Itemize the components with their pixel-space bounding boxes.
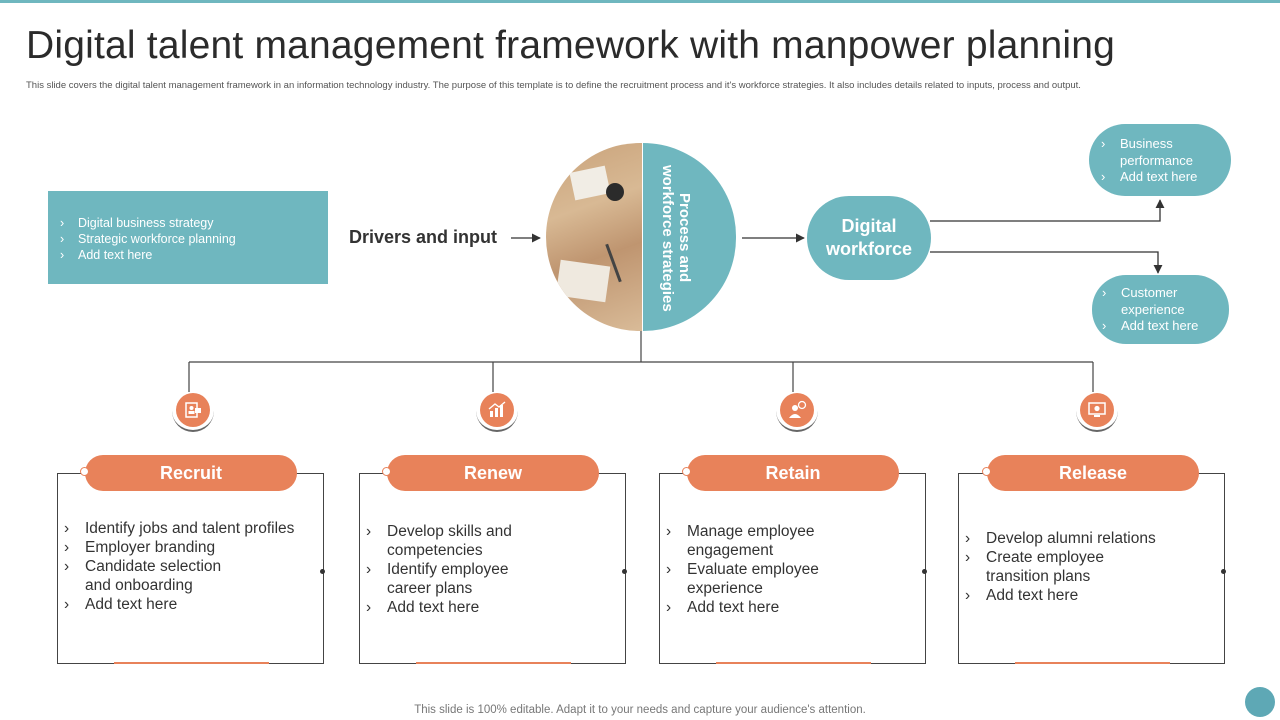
- recruit-header: Recruit: [85, 455, 297, 491]
- page-title: Digital talent management framework with…: [26, 24, 1115, 67]
- list-item: ›Candidate selection and onboarding: [64, 558, 222, 594]
- corner-decoration: [1245, 687, 1275, 717]
- id-card-icon: [176, 393, 210, 427]
- list-item: ›Manage employee engagement: [666, 523, 815, 559]
- list-item: ›Develop skills and competencies: [366, 523, 512, 559]
- list-item: ›Develop alumni relations: [965, 530, 1156, 547]
- list-item: ›Add text here: [666, 599, 780, 616]
- icon-ring: [172, 390, 214, 432]
- list-item: ›Add text here: [366, 599, 480, 616]
- footer-note: This slide is 100% editable. Adapt it to…: [414, 704, 866, 716]
- growth-chart-icon: [480, 393, 514, 427]
- employee-money-icon: [780, 393, 814, 427]
- header-dot: [382, 467, 391, 476]
- digital-workforce-line2: workforce: [825, 239, 913, 259]
- list-item: ›Employer branding: [64, 539, 216, 556]
- list-item: ›Add text here: [1101, 169, 1198, 184]
- retain-card: ›Manage employee engagement ›Evaluate em…: [659, 473, 927, 664]
- monitor-gear-icon: [1080, 393, 1114, 427]
- header-dot: [80, 467, 89, 476]
- list-item: ›Identify jobs and talent profiles: [64, 520, 295, 537]
- list-item: ›Add text here: [1102, 318, 1199, 333]
- list-item: Add text here: [60, 247, 328, 263]
- drivers-label: Drivers and input: [349, 227, 498, 247]
- header-dot: [682, 467, 691, 476]
- header-dot: [982, 467, 991, 476]
- icon-ring: [1076, 390, 1118, 432]
- customer-experience-node: ›Customer experience ›Add text here: [1092, 275, 1229, 344]
- retain-header: Retain: [687, 455, 899, 491]
- business-performance-node: ›Business performance ›Add text here: [1089, 124, 1231, 196]
- desk-photo: [546, 143, 642, 331]
- release-card: ›Develop alumni relations ›Create employ…: [958, 473, 1226, 664]
- list-item: ›Identify employee career plans: [366, 561, 509, 597]
- list-item: ›Add text here: [64, 596, 178, 613]
- inputs-box: Digital business strategy Strategic work…: [48, 191, 328, 284]
- list-item: ›Add text here: [965, 587, 1079, 604]
- digital-workforce-node: Digital workforce: [807, 196, 931, 280]
- list-item: ›Create employee transition plans: [965, 549, 1105, 585]
- list-item: Digital business strategy: [60, 215, 328, 231]
- process-label: Process and workforce strategies: [659, 164, 693, 312]
- icon-ring: [476, 390, 518, 432]
- list-item: ›Evaluate employee experience: [666, 561, 819, 597]
- business-arrow: [930, 199, 1165, 222]
- top-accent-line: [0, 0, 1280, 3]
- icon-ring: [776, 390, 818, 432]
- recruit-card: ›Identify jobs and talent profiles ›Empl…: [57, 473, 325, 664]
- renew-card: ›Develop skills and competencies ›Identi…: [359, 473, 627, 664]
- release-header: Release: [987, 455, 1199, 491]
- list-item: ›Customer experience: [1102, 285, 1185, 317]
- digital-workforce-line1: Digital: [841, 216, 897, 236]
- customer-arrow: [930, 251, 1163, 274]
- page-subtitle: This slide covers the digital talent man…: [26, 80, 1081, 91]
- list-item: ›Business performance: [1101, 136, 1193, 168]
- list-item: Strategic workforce planning: [60, 231, 328, 247]
- renew-header: Renew: [387, 455, 599, 491]
